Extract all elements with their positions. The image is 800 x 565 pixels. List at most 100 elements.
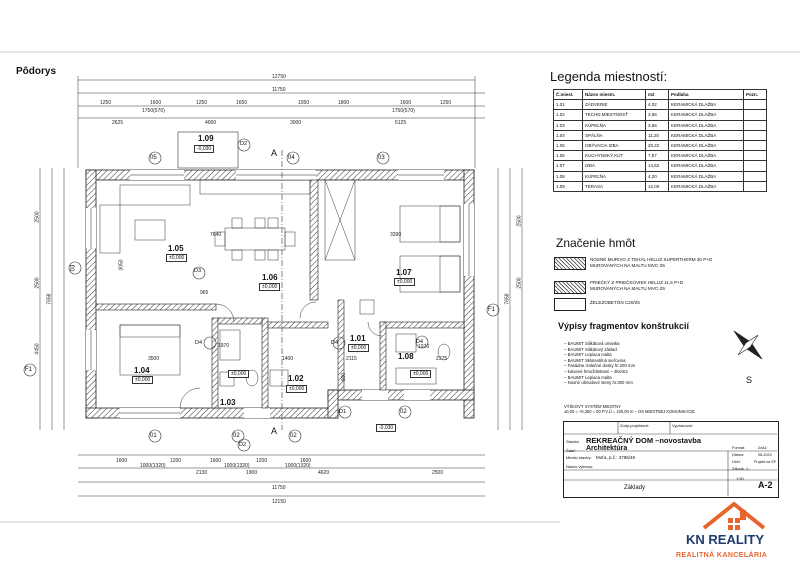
dim-top: 1250 — [196, 100, 208, 106]
dim-bottom-sub: 1000(1320) — [285, 463, 311, 469]
legend-cell: 1.02 — [553, 109, 583, 121]
axis-label: 01 — [150, 433, 157, 439]
dim-left: 2500 — [34, 211, 41, 223]
legend-cell — [743, 180, 767, 192]
legend-cell — [743, 160, 767, 172]
height-system-line: ±0,00 = +0,350 = 00 P.V.Ú = 100,00 m – O… — [564, 409, 696, 414]
material-line: ŽELEZOBETÓN C20/25 — [590, 300, 640, 305]
dim-left: 4450 — [34, 343, 41, 355]
room-level: ±0,000 — [228, 370, 250, 378]
legend-cell: OBÝVACIA IZBA — [582, 139, 646, 152]
list-item: BAUMIT Silikátový základ — [564, 347, 635, 353]
compass-label: S — [746, 375, 753, 385]
legend-cell: KERAMICKÁ DLAŽBA — [668, 160, 744, 172]
legend-cell: KERAMICKÁ DLAŽBA — [668, 119, 744, 131]
legend-cell: TECHN.MIESTNOSŤ — [582, 109, 646, 121]
room-number: 1.04 — [134, 366, 150, 375]
legend-cell: 1.09 — [553, 180, 583, 192]
dim-top-row2: 5125 — [395, 120, 407, 126]
room-number: 1.02 — [288, 374, 304, 383]
height-system: VÝŠKOVÝ SYSTÉM MIESTNY ±0,00 = +0,350 = … — [564, 404, 695, 414]
project-location: Moťa, p.č.: 3786/49 — [596, 455, 635, 460]
plan-title: Pôdorys — [16, 66, 57, 77]
tb-label: Účel: — [732, 460, 741, 464]
legend-title: Legenda miestností: — [550, 69, 668, 84]
dim-left: 2500 — [34, 277, 41, 289]
legend-cell — [743, 139, 767, 152]
list-item: BAUMIT Sklotextilná sieťovina — [564, 358, 635, 364]
dim-right: 2500 — [516, 277, 523, 289]
legend-cell — [743, 119, 767, 131]
legend-cell: KERAMICKÁ DLAŽBA — [668, 99, 744, 111]
legend-table: Č.miest. Názov miestn. m2 Podlaha Pozn. … — [553, 88, 767, 192]
legend-cell: KÚPEĽŇA — [582, 170, 646, 182]
hatch-swatch — [554, 257, 586, 270]
door-mark: D2 — [240, 141, 248, 147]
legend-header-row: Č.miest. Názov miestn. m2 Podlaha Pozn. — [553, 88, 767, 101]
room-number: 1.09 — [198, 134, 214, 143]
tb-label: Názov výkresu: — [566, 464, 594, 469]
legend-cell: 20,22 — [645, 139, 669, 152]
tb-value: 2xA4 — [758, 446, 767, 450]
dim-bottom: 1600 — [210, 458, 222, 464]
dim-inner: 3500 — [148, 356, 160, 362]
dim-bottom-total: 12150 — [272, 499, 286, 505]
legend-cell: 4,02 — [645, 99, 669, 111]
legend-cell: KERAMICKÁ DLAŽBA — [668, 129, 744, 141]
dim-inner: 1400 — [282, 356, 294, 362]
legend-cell: 1.04 — [553, 129, 583, 141]
legend-cell: 3,56 — [645, 109, 669, 121]
fragments-title: Výpisy fragmentov konštrukcií — [558, 321, 690, 331]
brand-subtitle: REALITNÁ KANCELÁRIA — [676, 552, 768, 559]
dim-bottom-row2: 2130 — [196, 470, 208, 476]
list-item: Fasádne izolačné dosky hr.200 mm — [564, 363, 636, 369]
legend-cell: 3,56 — [645, 119, 669, 131]
axis-label: F1 — [25, 367, 33, 373]
door-mark: D4 — [195, 340, 203, 346]
axis-label: 02 — [233, 433, 240, 439]
room-level: ±0,000 — [259, 283, 281, 291]
door-mark: D4 — [331, 340, 339, 346]
dim-top: 1050 — [298, 100, 310, 106]
legend-cell: 14,52 — [645, 160, 669, 172]
tb-label: Miesto stavby: — [566, 455, 592, 460]
room-number: 1.03 — [220, 398, 236, 407]
hatch-swatch — [554, 298, 586, 311]
tb-label: Časť: — [566, 448, 576, 453]
legend-cell: 1.01 — [553, 99, 583, 111]
door-mark: D2 — [239, 442, 247, 448]
dim-top-sub: 1750(570) — [142, 108, 165, 114]
dim-bottom: 1600 — [300, 458, 312, 464]
height-system-line: VÝŠKOVÝ SYSTÉM MIESTNY — [564, 404, 621, 409]
room-number: 1.07 — [396, 268, 412, 277]
legend-cell: 4,20 — [645, 170, 669, 182]
legend-cell: 11,20 — [645, 129, 669, 141]
legend-cell — [743, 99, 767, 111]
axis-label: 03 — [378, 155, 385, 161]
door-mark: D3 — [194, 268, 202, 274]
dim-bottom-row2: 2500 — [432, 470, 444, 476]
legend-cell: IZBA — [582, 160, 646, 172]
dim-top: 1600 — [150, 100, 162, 106]
tb-label: Vypracoval: — [672, 423, 693, 428]
tb-value: Projekt na SP — [754, 460, 776, 464]
list-item: BAUMIT Silikátová omietka — [564, 341, 635, 347]
tb-label: Stavba: — [566, 439, 580, 444]
legend-header-cell: Pozn. — [743, 88, 767, 101]
dim-inner: 2375 — [436, 356, 448, 362]
door-mark: D1 — [339, 409, 347, 415]
material-label: NOSNÉ MURIVO Z TEHÁL HELUZ SUPERTHERM 30… — [590, 257, 712, 269]
dim-right: 7658 — [504, 293, 511, 305]
drawing-name: Základy — [624, 485, 646, 491]
legend-cell: KERAMICKÁ DLAŽBA — [668, 109, 744, 121]
tb-label: Zákazk. č.: — [732, 467, 751, 471]
dim-inner: 7640 — [210, 232, 222, 238]
axis-label: F1 — [488, 307, 496, 313]
dim-bottom-sub: 1000(1320) — [224, 463, 250, 469]
door-mark: D4 — [416, 339, 424, 345]
